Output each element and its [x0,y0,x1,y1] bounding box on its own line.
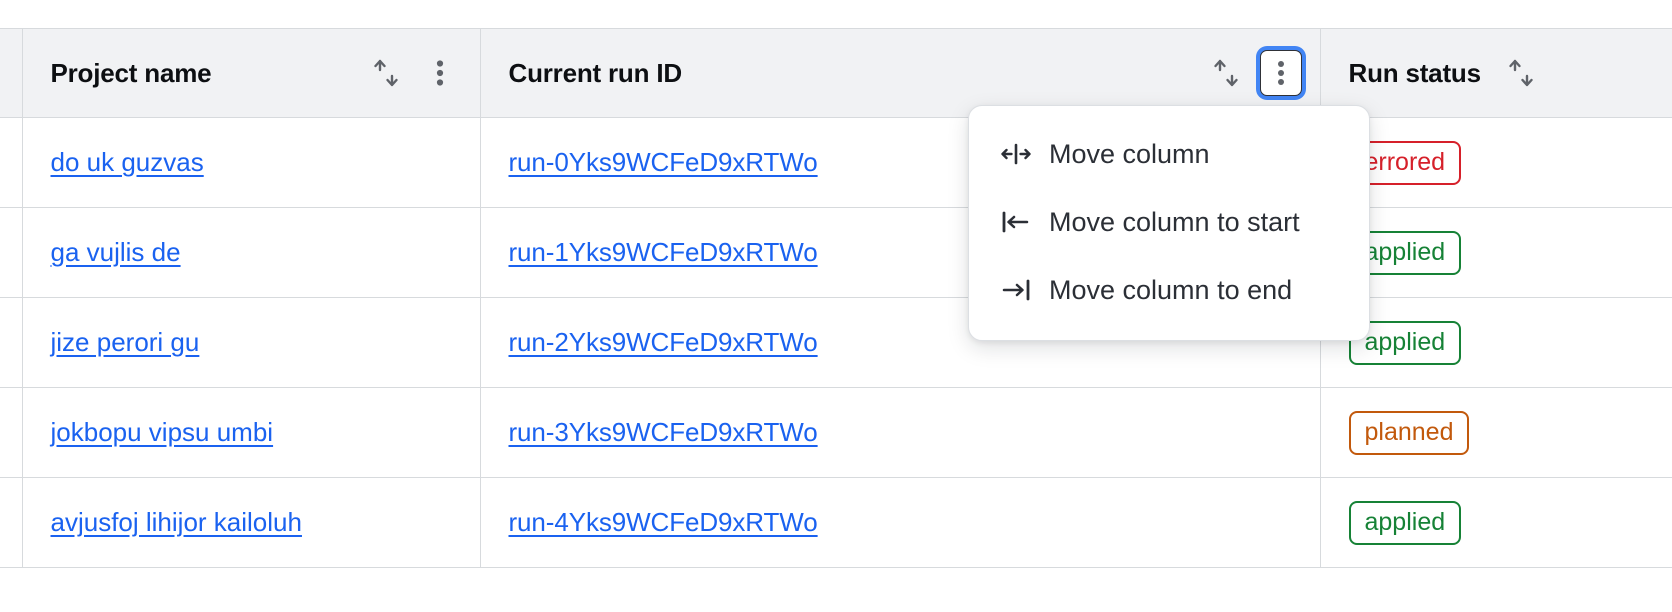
project-name-cell: avjusfoj lihijor kailoluh [22,477,481,568]
column-header-current-run-id: Current run ID [480,29,1321,118]
menu-item-label: Move column [1049,138,1210,169]
run-status-cell: planned [1320,387,1672,478]
table-header-row: Project name [0,29,1672,118]
table-body: do uk guzvas run-0Yks9WCFeD9xRTWo errored g… [0,117,1672,568]
row-select-cell[interactable] [0,387,23,478]
run-id-link[interactable]: run-2Yks9WCFeD9xRTWo [508,327,818,357]
status-badge: errored [1348,140,1462,185]
column-header-run-status: Run status [1320,29,1672,118]
sort-icon-run-status[interactable] [1499,51,1543,95]
run-status-cell: applied [1320,297,1672,388]
row-select-cell[interactable] [0,477,23,568]
column-header-project-name: Project name [22,29,481,118]
column-menu-button-project-name[interactable] [418,51,462,95]
table-row: ga vujlis de run-1Yks9WCFeD9xRTWo applied [0,207,1672,298]
move-column-to-start-icon [999,211,1033,233]
run-id-cell: run-4Yks9WCFeD9xRTWo [480,477,1321,568]
row-select-cell[interactable] [0,297,23,388]
project-name-link[interactable]: do uk guzvas [50,147,204,177]
projects-table-container: Project name [0,28,1672,568]
row-select-cell[interactable] [0,117,23,208]
project-name-link[interactable]: jokbopu vipsu umbi [50,417,274,447]
run-id-link[interactable]: run-3Yks9WCFeD9xRTWo [508,417,818,447]
sort-icon-project-name[interactable] [364,51,408,95]
table-row: jize perori gu run-2Yks9WCFeD9xRTWo applie… [0,297,1672,388]
run-id-link[interactable]: run-0Yks9WCFeD9xRTWo [508,147,818,177]
project-name-link[interactable]: avjusfoj lihijor kailoluh [50,507,302,537]
menu-item-move-column[interactable]: Move column [969,120,1369,188]
column-header-label-current-run-id: Current run ID [508,57,683,88]
run-id-cell: run-2Yks9WCFeD9xRTWo [480,297,1321,388]
table-row: do uk guzvas run-0Yks9WCFeD9xRTWo errored [0,117,1672,208]
run-status-cell: errored [1320,117,1672,208]
project-name-cell: ga vujlis de [22,207,481,298]
project-name-cell: do uk guzvas [22,117,481,208]
row-select-cell[interactable] [0,207,23,298]
projects-table: Project name [0,29,1672,568]
status-badge: applied [1348,230,1462,275]
menu-item-move-column-to-start[interactable]: Move column to start [969,188,1369,256]
select-column-header [0,29,23,118]
menu-item-label: Move column to end [1049,274,1293,305]
move-column-to-end-icon [999,279,1033,301]
table-row: jokbopu vipsu umbi run-3Yks9WCFeD9xRTWo pl… [0,387,1672,478]
project-name-link[interactable]: ga vujlis de [50,237,181,267]
menu-item-move-column-to-end[interactable]: Move column to end [969,256,1369,324]
status-badge: applied [1348,320,1462,365]
status-badge: applied [1348,500,1462,545]
column-header-label-project-name: Project name [50,57,212,88]
run-status-cell: applied [1320,477,1672,568]
run-id-cell: run-3Yks9WCFeD9xRTWo [480,387,1321,478]
column-menu-button-current-run-id[interactable] [1259,50,1302,96]
table-row: avjusfoj lihijor kailoluh run-4Yks9WCFeD9… [0,477,1672,568]
status-badge: planned [1348,410,1470,455]
project-name-cell: jokbopu vipsu umbi [22,387,481,478]
project-name-cell: jize perori gu [22,297,481,388]
move-column-icon [999,143,1033,165]
project-name-link[interactable]: jize perori gu [50,327,200,357]
column-header-label-run-status: Run status [1348,57,1482,88]
run-id-link[interactable]: run-4Yks9WCFeD9xRTWo [508,507,818,537]
run-id-link[interactable]: run-1Yks9WCFeD9xRTWo [508,237,818,267]
sort-icon-current-run-id[interactable] [1204,51,1248,95]
menu-item-label: Move column to start [1049,206,1300,237]
column-options-menu[interactable]: Move column Move column to start Move co… [968,105,1370,341]
table-header: Project name [0,29,1672,118]
run-status-cell: applied [1320,207,1672,298]
